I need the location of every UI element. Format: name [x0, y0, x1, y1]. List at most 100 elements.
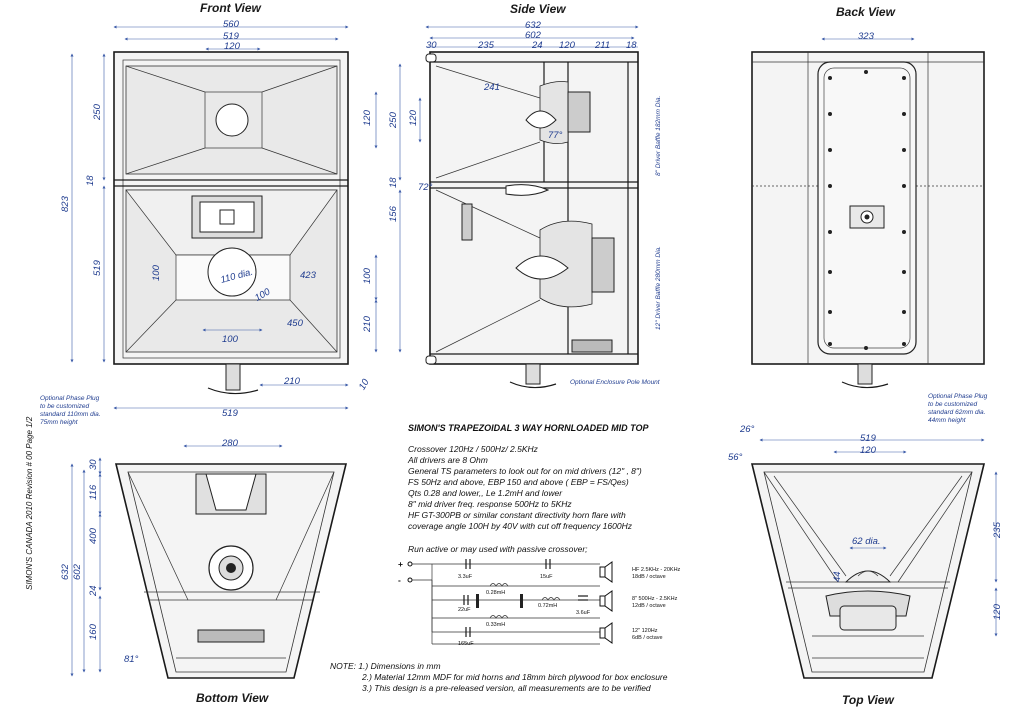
- spec-line-2: All drivers are 8 Ohm: [407, 455, 488, 465]
- xo-speaker-mid-icon: [599, 590, 613, 612]
- bottom-angle-81: 81°: [124, 654, 139, 665]
- spec-line-3: General TS parameters to look out for on…: [408, 466, 642, 476]
- bottom-view: 280 30 116 632 602 400 24 160 81° Bottom…: [60, 438, 348, 705]
- spec-block: SIMON'S TRAPEZOIDAL 3 WAY HORNLOADED MID…: [407, 423, 649, 554]
- front-inner-dim-100: 100: [151, 264, 162, 281]
- spec-line-7: HF GT-300PB or similar constant directiv…: [408, 510, 626, 520]
- front-dim-18: 18: [85, 175, 96, 186]
- side-cabinet: [429, 51, 639, 365]
- side-dim-235: 235: [477, 40, 495, 51]
- top-dim-519: 519: [860, 433, 877, 444]
- front-dim-width-519: 519: [223, 31, 240, 42]
- top-view-title: Top View: [842, 693, 894, 707]
- xo-c-165uF: 165uF: [458, 641, 474, 647]
- front-dim-width-120: 120: [224, 41, 241, 52]
- side-dim-156: 156: [388, 205, 399, 222]
- front-inner-dim-450: 450: [287, 318, 304, 329]
- notes: NOTE: 1.) Dimensions in mm 2.) Material …: [330, 661, 668, 693]
- back-view: Back View 323: [751, 5, 985, 389]
- xo-speaker-low-icon: [599, 622, 613, 644]
- xo-l-0.72mH: 0.72mH: [538, 603, 557, 609]
- front-dim-bottom-519: 519: [222, 408, 239, 419]
- xo-c-3.6uF: 3.6uF: [576, 610, 591, 616]
- bottom-dim-24: 24: [88, 585, 99, 597]
- bottom-dim-30: 30: [88, 459, 99, 470]
- bottom-dim-632: 632: [60, 563, 71, 580]
- side-dim-18: 18: [626, 40, 637, 51]
- xo-c-3.3uF: 3.3uF: [458, 574, 473, 580]
- bottom-dim-400: 400: [88, 527, 99, 544]
- front-dim-823: 823: [60, 195, 71, 212]
- xo-label-low-range: 12" 120Hz: [632, 628, 658, 634]
- side-note-12in-baffle: 12" Driver Baffle 280mm Dia.: [655, 246, 662, 330]
- spec-line-1: Crossover 120Hz / 500Hz/ 2.5KHz: [408, 444, 539, 454]
- phase-plug-note-left: Optional Phase Plug to be customized sta…: [40, 395, 102, 426]
- bottom-dim-116: 116: [88, 484, 99, 500]
- bottom-view-title: Bottom View: [196, 691, 269, 705]
- side-dim-18-left: 18: [388, 177, 399, 188]
- note-2: 2.) Material 12mm MDF for mid horns and …: [361, 672, 668, 682]
- top-dim-120: 120: [860, 445, 877, 456]
- xo-label-mid-range: 8" 500Hz - 2.5KHz: [632, 596, 678, 602]
- front-dim-250: 250: [92, 103, 103, 121]
- note-1: NOTE: 1.) Dimensions in mm: [330, 661, 441, 671]
- spec-line-6: 8" mid driver freq. response 500Hz to 5K…: [408, 499, 572, 509]
- front-view-title: Front View: [200, 1, 262, 15]
- side-dim-30: 30: [426, 40, 437, 51]
- revision-note: SIMON'S CANADA 2010 Revision # 00 Page 1…: [25, 416, 34, 590]
- crossover-plus: +: [398, 559, 403, 569]
- front-inner-dim-100c: 100: [222, 334, 239, 345]
- bottom-dim-280: 280: [221, 438, 239, 449]
- front-upper-horn: [125, 65, 338, 175]
- top-dim-62-dia: 62 dia.: [852, 536, 881, 547]
- front-inner-dim-423: 423: [300, 270, 317, 281]
- spec-line-4: FS 50Hz and above, EBP 150 and above ( E…: [408, 477, 629, 487]
- bottom-dim-160: 160: [88, 623, 99, 640]
- xo-label-mid-slope: 12dB / octave: [632, 603, 666, 609]
- side-angle-77: 77°: [548, 130, 563, 141]
- top-dim-44: 44: [832, 571, 843, 582]
- side-dim-632: 632: [525, 20, 542, 31]
- side-angle-72: 72°: [418, 182, 433, 193]
- top-angle-26: 26°: [739, 424, 755, 435]
- side-dim-24: 24: [531, 40, 543, 51]
- crossover-title: Run active or may used with passive cros…: [408, 544, 588, 554]
- side-dim-120: 120: [559, 40, 576, 51]
- spec-line-8: coverage angle 100H by 40V with cut off …: [408, 521, 633, 531]
- front-dim-519-vert: 519: [92, 259, 103, 276]
- side-dim-250: 250: [388, 111, 399, 129]
- side-dim-602: 602: [525, 30, 542, 41]
- back-view-title: Back View: [836, 5, 896, 19]
- xo-l-0.33mH: 0.33mH: [486, 622, 505, 628]
- back-dim-323: 323: [858, 31, 875, 42]
- xo-label-hf-slope: 18dB / octave: [632, 574, 666, 580]
- front-dim-right-210: 210: [362, 315, 373, 333]
- xo-speaker-hf-icon: [599, 561, 613, 583]
- front-dim-bottom-210: 210: [283, 376, 301, 387]
- front-dim-right-120: 120: [362, 109, 373, 126]
- side-pole-note: Optional Enclosure Pole Mount: [570, 379, 661, 386]
- side-view: Side View 632 602 30 235 24 120 211 18: [388, 2, 662, 389]
- side-dim-211: 211: [594, 40, 610, 51]
- side-view-title: Side View: [510, 2, 566, 16]
- crossover-schematic: + - 3.3uF 15uF 0.28mH 22uF 0.72mH 3.6uF …: [398, 559, 681, 647]
- spec-line-5: Qts 0.28 and lower,, Le 1.2mH and lower: [408, 488, 563, 498]
- top-angle-56: 56°: [728, 452, 743, 463]
- side-dim-120-left: 120: [408, 109, 419, 126]
- side-angle-241: 241: [483, 82, 500, 93]
- top-dim-120-right: 120: [992, 603, 1003, 620]
- front-dim-bottom-10: 10: [357, 377, 372, 392]
- note-3: 3.) This design is a pre-released versio…: [362, 683, 651, 693]
- xo-label-hf-range: HF 2.5KHz - 20KHz: [632, 567, 681, 573]
- xo-l-0.28mH: 0.28mH: [486, 590, 505, 596]
- xo-label-low-slope: 6dB / octave: [632, 635, 663, 641]
- bottom-dim-602: 602: [72, 563, 83, 580]
- front-dim-right-100: 100: [362, 267, 373, 284]
- back-screws: [828, 70, 906, 350]
- phase-plug-note-right: Optional Phase Plug to be customized sta…: [928, 393, 989, 424]
- front-view: Front View 560 519 120 100 110 dia: [60, 1, 378, 419]
- spec-title: SIMON'S TRAPEZOIDAL 3 WAY HORNLOADED MID…: [408, 423, 649, 433]
- top-dim-235: 235: [992, 521, 1003, 539]
- front-dim-width-560: 560: [223, 19, 240, 30]
